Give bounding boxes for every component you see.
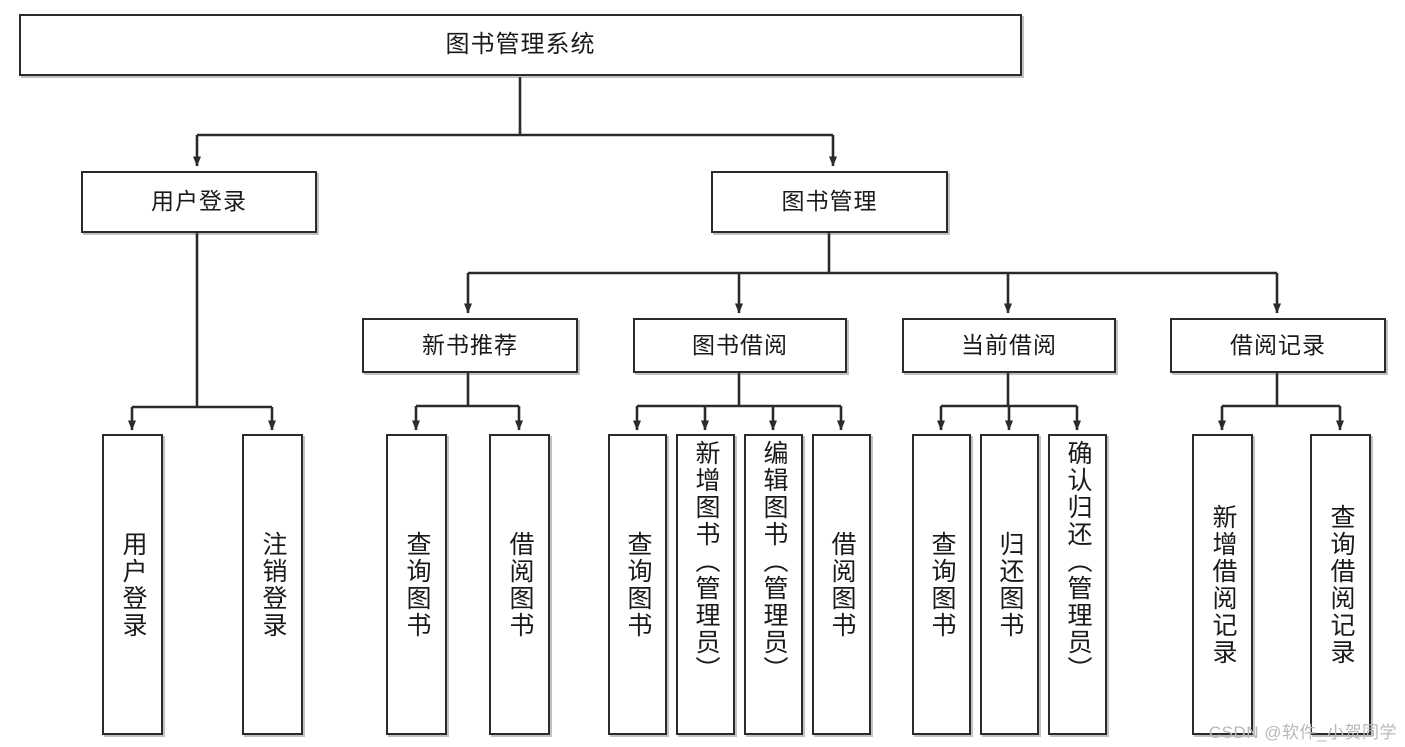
node-leaf-query-book-3-label: 查询图书 bbox=[928, 530, 956, 639]
node-leaf-query-book-1-label: 查询图书 bbox=[403, 530, 431, 639]
node-book-borrow[interactable]: 图书借阅 bbox=[633, 318, 847, 373]
node-leaf-borrow-book-1[interactable]: 借阅图书 bbox=[489, 434, 550, 735]
node-book-borrow-label: 图书借阅 bbox=[692, 331, 788, 358]
node-leaf-query-record[interactable]: 查询借阅记录 bbox=[1310, 434, 1371, 735]
node-root-label: 图书管理系统 bbox=[445, 30, 596, 58]
node-leaf-user-login[interactable]: 用户登录 bbox=[102, 434, 163, 735]
node-borrow-record-label: 借阅记录 bbox=[1230, 331, 1326, 358]
node-leaf-borrow-book-1-label: 借阅图书 bbox=[506, 530, 534, 639]
node-leaf-query-book-1[interactable]: 查询图书 bbox=[386, 434, 447, 735]
node-leaf-logout[interactable]: 注销登录 bbox=[242, 434, 303, 735]
node-leaf-add-book[interactable]: 新增图书（管理员） bbox=[676, 434, 735, 735]
node-borrow-record[interactable]: 借阅记录 bbox=[1170, 318, 1386, 373]
node-current-borrow[interactable]: 当前借阅 bbox=[902, 318, 1116, 373]
node-leaf-confirm-return-label: 确认归还（管理员） bbox=[1064, 440, 1092, 683]
node-new-book-rec[interactable]: 新书推荐 bbox=[362, 318, 578, 373]
node-leaf-user-login-label: 用户登录 bbox=[119, 530, 147, 639]
node-leaf-query-book-2-label: 查询图书 bbox=[624, 530, 652, 639]
node-leaf-borrow-book-2[interactable]: 借阅图书 bbox=[812, 434, 871, 735]
node-leaf-query-record-label: 查询借阅记录 bbox=[1327, 503, 1355, 666]
node-leaf-logout-label: 注销登录 bbox=[259, 530, 287, 639]
node-user-login-label: 用户登录 bbox=[151, 188, 247, 215]
node-leaf-add-record[interactable]: 新增借阅记录 bbox=[1192, 434, 1253, 735]
node-book-manage[interactable]: 图书管理 bbox=[711, 171, 948, 233]
node-book-manage-label: 图书管理 bbox=[781, 188, 878, 215]
node-current-borrow-label: 当前借阅 bbox=[961, 331, 1057, 358]
node-leaf-edit-book-label: 编辑图书（管理员） bbox=[760, 440, 788, 683]
node-leaf-confirm-return[interactable]: 确认归还（管理员） bbox=[1048, 434, 1107, 735]
node-leaf-add-record-label: 新增借阅记录 bbox=[1209, 503, 1237, 666]
node-leaf-query-book-3[interactable]: 查询图书 bbox=[912, 434, 971, 735]
node-leaf-borrow-book-2-label: 借阅图书 bbox=[828, 530, 856, 639]
node-leaf-return-book-label: 归还图书 bbox=[996, 530, 1024, 639]
node-new-book-rec-label: 新书推荐 bbox=[422, 331, 518, 358]
node-leaf-query-book-2[interactable]: 查询图书 bbox=[608, 434, 667, 735]
node-root[interactable]: 图书管理系统 bbox=[19, 14, 1022, 76]
node-leaf-edit-book[interactable]: 编辑图书（管理员） bbox=[744, 434, 803, 735]
csdn-watermark: CSDN @软件_小贺同学 bbox=[1208, 723, 1397, 742]
node-leaf-add-book-label: 新增图书（管理员） bbox=[692, 440, 720, 683]
node-leaf-return-book[interactable]: 归还图书 bbox=[980, 434, 1039, 735]
node-user-login[interactable]: 用户登录 bbox=[81, 171, 317, 233]
